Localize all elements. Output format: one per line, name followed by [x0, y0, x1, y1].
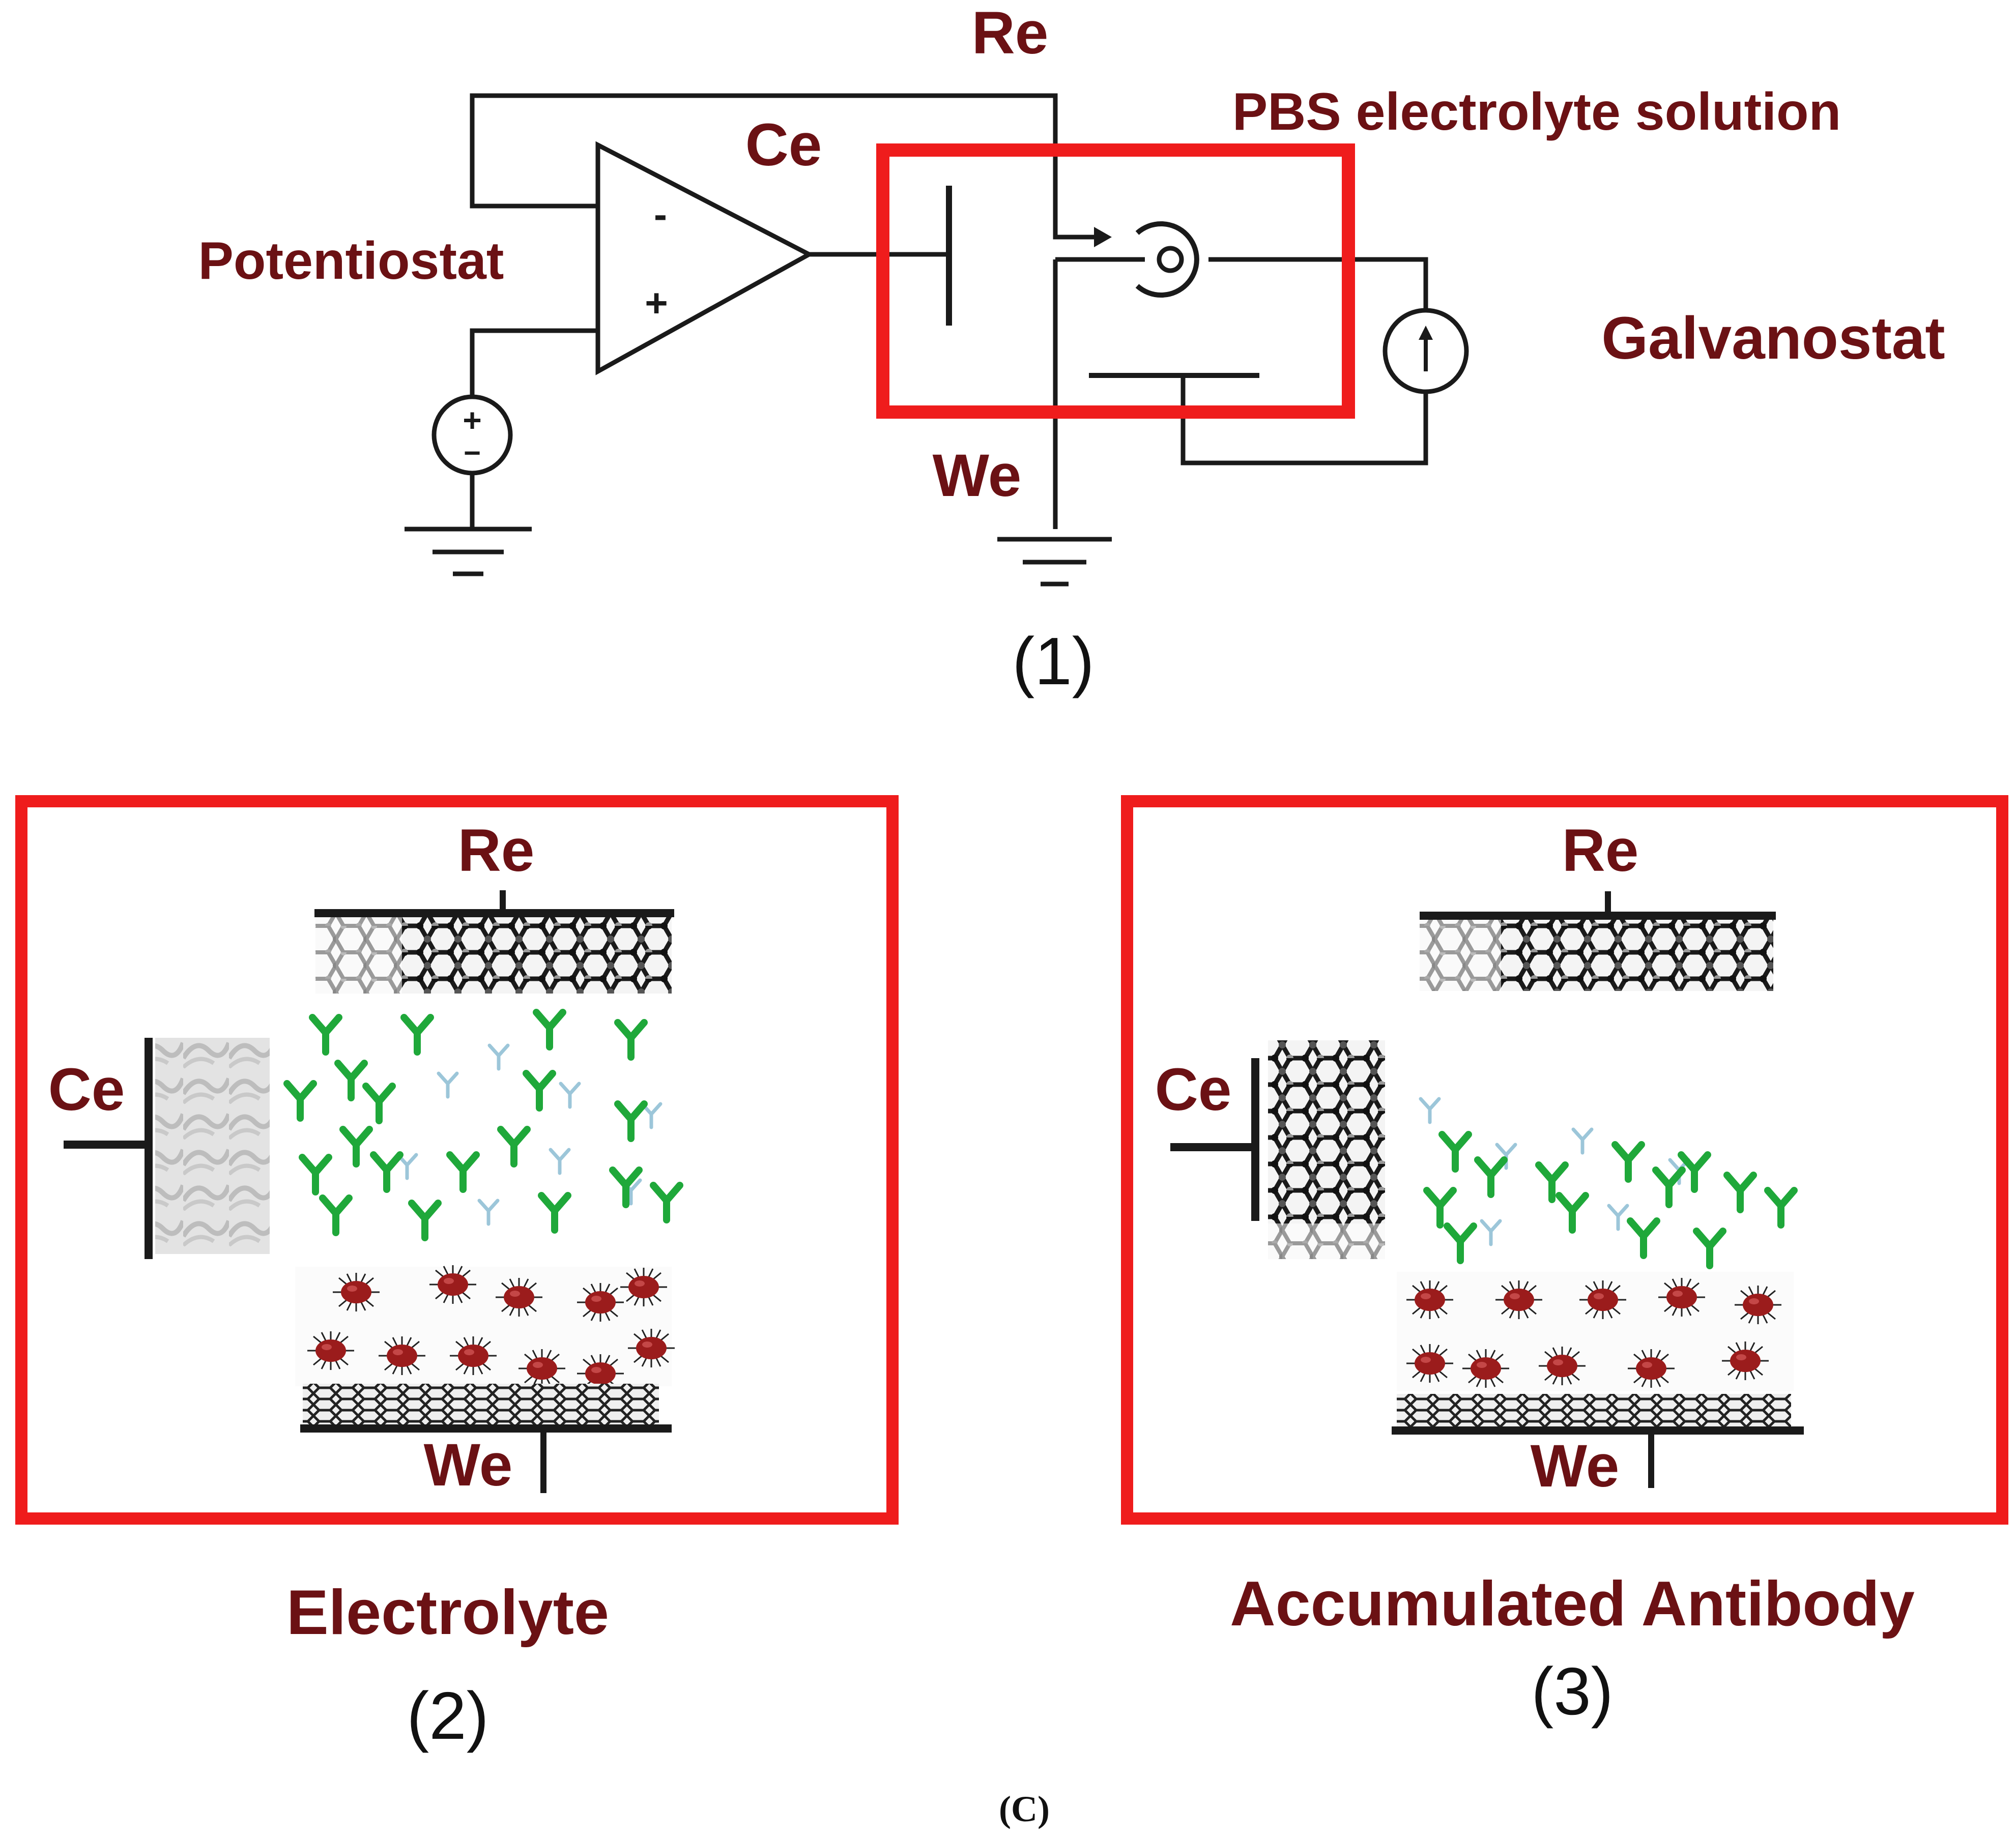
pbs-solution-frame	[876, 143, 1355, 419]
panel-antibody-label-ce: Ce	[1155, 1056, 1232, 1123]
virus-layer	[1397, 1272, 1794, 1391]
circuit-label-galvanostat: Galvanostat	[1601, 305, 1945, 372]
panel-antibody-label-re: Re	[1562, 817, 1639, 884]
panel-antibody-label-we: We	[1531, 1433, 1620, 1500]
panel-electrolyte-label-ce: Ce	[48, 1056, 125, 1123]
panel-antibody-frame	[1121, 795, 2008, 1525]
circuit-label-potentiostat: Potentiostat	[198, 231, 504, 290]
panel-antibody-title: Accumulated Antibody	[1230, 1569, 1915, 1639]
circuit-label-we: We	[933, 442, 1022, 509]
virus-layer	[295, 1264, 676, 1394]
circuit-diagram: - + + − Re Ce PBS electrolyte solution P…	[198, 0, 1945, 698]
opamp-symbol	[595, 141, 814, 375]
circuit-label-pbs: PBS electrolyte solution	[1232, 82, 1841, 141]
panel-electrolyte-title: Electrolyte	[286, 1578, 609, 1648]
panel-electrolyte-label-re: Re	[458, 817, 535, 884]
we-electrode-lattice	[303, 1384, 659, 1427]
source-minus-sign: −	[464, 436, 481, 470]
opamp-plus-sign: +	[645, 280, 668, 325]
source-plus-sign: +	[463, 402, 481, 439]
opamp-minus-sign: -	[654, 192, 667, 237]
circuit-caption: (1)	[1012, 624, 1094, 698]
antibody-cloud	[287, 1012, 680, 1238]
panel-antibody-caption: (3)	[1531, 1654, 1613, 1729]
circuit-label-re: Re	[972, 0, 1049, 67]
we-electrode-lattice	[1397, 1394, 1791, 1428]
panel-electrolyte-frame	[15, 795, 899, 1525]
ce-electrode-sheet	[155, 1038, 270, 1254]
antibody-cloud	[1421, 1099, 1794, 1266]
panel-electrolyte-label-we: We	[424, 1432, 513, 1499]
panel-antibody: Re Ce We Accumulated Antibody (3)	[1121, 795, 2008, 1729]
panel-electrolyte: Re Ce We Electrolyte (2)	[15, 795, 899, 1753]
ce-electrode-nanotube	[1268, 1040, 1385, 1259]
figure-label: (C)	[999, 1789, 1050, 1829]
panel-electrolyte-caption: (2)	[407, 1678, 488, 1753]
circuit-label-ce: Ce	[745, 111, 822, 179]
